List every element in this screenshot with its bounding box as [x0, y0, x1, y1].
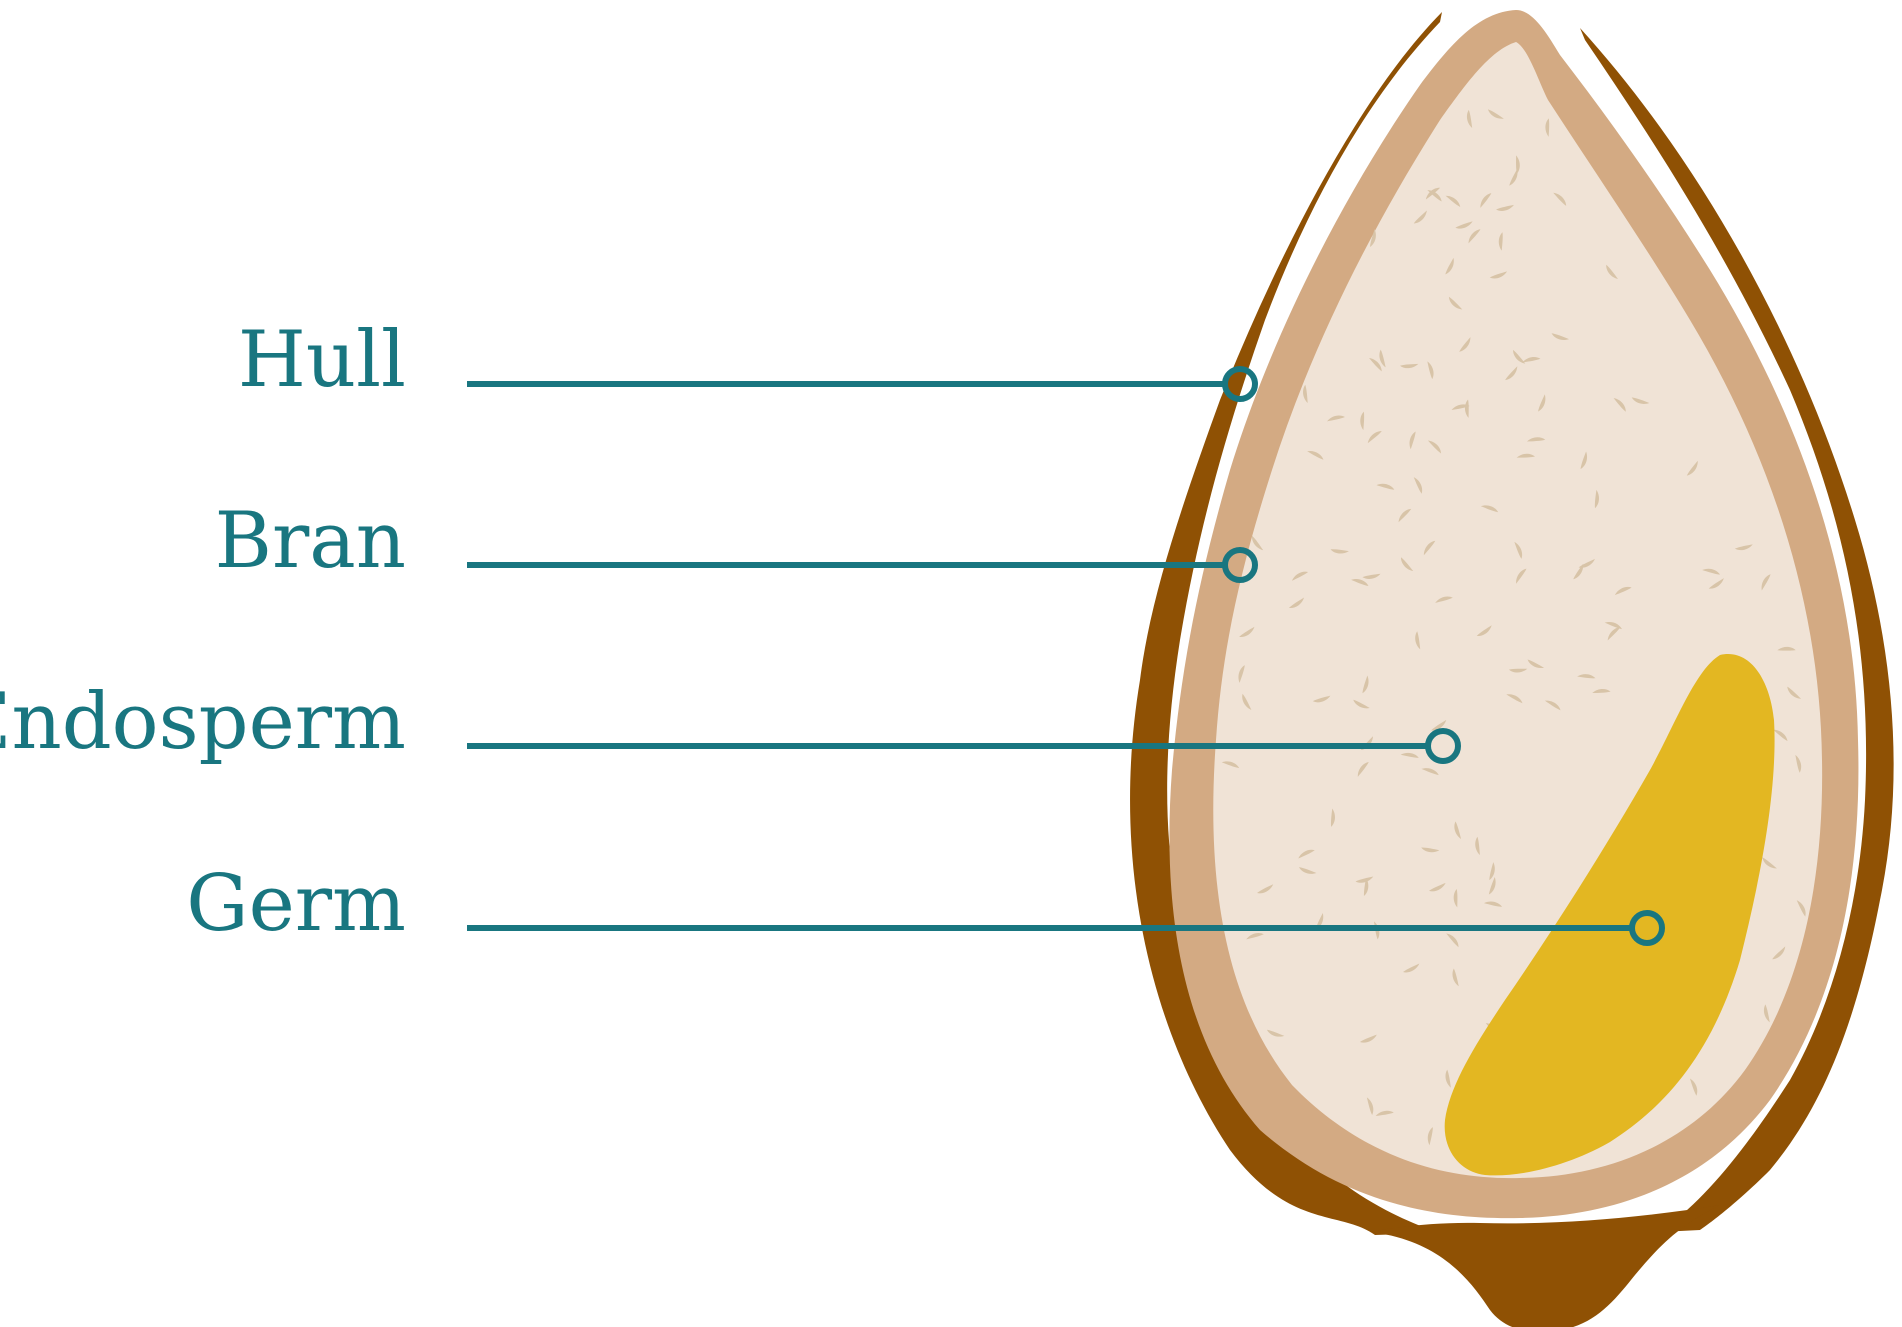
bran-label: Bran [215, 496, 406, 586]
germ-label: Germ [186, 859, 406, 949]
labels: Hull Bran Endosperm Germ [0, 315, 406, 949]
hull-base [1370, 1205, 1720, 1327]
hull-label: Hull [238, 315, 406, 405]
endosperm-label: Endosperm [0, 677, 406, 767]
